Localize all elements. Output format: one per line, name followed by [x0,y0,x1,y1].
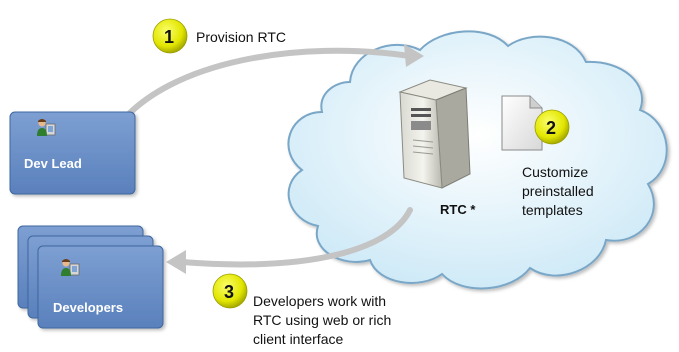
step-2-number: 2 [546,118,556,138]
user-at-computer-icon [37,119,56,136]
step-2-line-2: preinstalled [522,183,594,199]
step-3-number: 3 [224,282,234,302]
step-2-line-3: templates [522,202,583,218]
step-3-line-1: Developers work with [253,293,386,309]
dev-lead-label: Dev Lead [24,156,82,171]
step-2-badge: 2 [534,109,570,145]
step-3-line-3: client interface [253,331,343,347]
user-at-computer-icon [61,259,80,276]
step-1-label: Provision RTC [196,29,286,45]
step-1-number: 1 [164,27,174,47]
arrow-provision [115,44,424,129]
step-1-badge: 1 [152,18,188,54]
step-3-line-2: RTC using web or rich [253,312,391,328]
step-2-line-1: Customize [522,164,588,180]
dev-lead-box: Dev Lead [9,111,136,195]
server-tower-icon [398,79,471,189]
developers-label: Developers [53,300,123,315]
developers-box: Developers [17,225,164,329]
arrow-developers [166,207,413,274]
server-label: RTC * [440,202,476,217]
cloud [287,30,668,290]
step-3-badge: 3 [212,273,248,309]
